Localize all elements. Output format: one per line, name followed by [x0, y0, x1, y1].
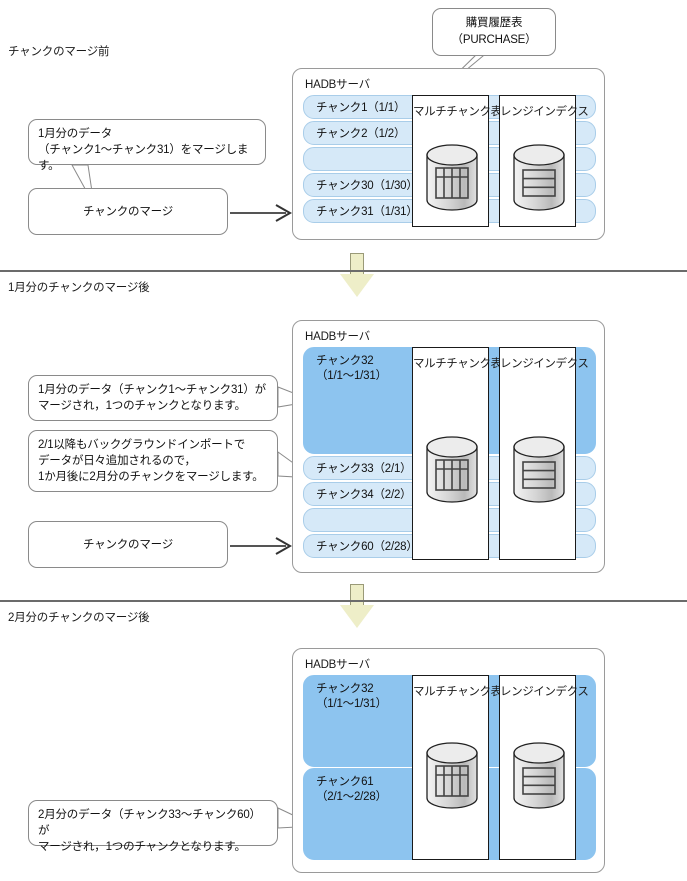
panel-label: マルチチャンク表	[413, 106, 502, 118]
section-divider-1	[0, 270, 687, 272]
panel-range-index-3: レンジインデクス	[499, 675, 589, 860]
action-merge-1[interactable]: チャンクのマージ	[28, 188, 228, 235]
panel-label: マルチチャンク表	[413, 686, 502, 698]
panel-label: レンジインデクス	[500, 106, 589, 118]
note-feb-plan: 2/1以降もバックグラウンドインポートで データが日々追加されるので， 1か月後…	[28, 430, 278, 492]
connector-arrow-2	[230, 537, 293, 555]
flow-arrow-1	[339, 253, 375, 297]
panel-range-index-2: レンジインデクス	[499, 347, 589, 560]
hadb-server-3: HADBサーバ チャンク32 （1/1～1/31） チャンク61 （2/1～2/…	[292, 648, 605, 873]
section-divider-2	[0, 600, 687, 602]
hadb-server-2: HADBサーバ チャンク32 （1/1～1/31） チャンク33（2/1） チャ…	[292, 320, 605, 573]
hadb-server-1: HADBサーバ チャンク1（1/1） チャンク2（1/2） : チャンク30（1…	[292, 68, 605, 240]
flow-arrow-2	[339, 584, 375, 628]
index-cylinder-icon	[513, 742, 565, 809]
section-header-after-feb-merge: 2月分のチャンクのマージ後	[8, 612, 150, 624]
panel-multi-chunk-table-2: マルチチャンク表	[412, 347, 502, 560]
table-cylinder-icon	[426, 144, 478, 211]
note-jan-merged: 1月分のデータ（チャンク1～チャンク31）が マージされ，1つのチャンクとなりま…	[28, 375, 278, 421]
index-cylinder-icon	[513, 436, 565, 503]
top-callout-line1: 購買履歴表	[465, 17, 523, 29]
table-cylinder-icon	[426, 436, 478, 503]
section-header-after-jan-merge: 1月分のチャンクのマージ後	[8, 282, 150, 294]
table-cylinder-icon	[426, 742, 478, 809]
panel-label: レンジインデクス	[500, 686, 589, 698]
panel-multi-chunk-table-1: マルチチャンク表	[412, 95, 502, 227]
panel-label: マルチチャンク表	[413, 358, 502, 370]
note-feb-merged: 2月分のデータ（チャンク33～チャンク60）が マージされ，1つのチャンクとなり…	[28, 800, 278, 853]
note-jan: 1月分のデータ （チャンク1～チャンク31）をマージします。	[28, 119, 266, 172]
action-merge-2[interactable]: チャンクのマージ	[28, 521, 228, 568]
section-header-before-merge: チャンクのマージ前	[8, 46, 110, 58]
top-callout-line2: （PURCHASE）	[451, 34, 537, 46]
panel-range-index-1: レンジインデクス	[499, 95, 589, 227]
panel-label: レンジインデクス	[500, 358, 589, 370]
server-title-2: HADBサーバ	[305, 331, 370, 343]
server-title-3: HADBサーバ	[305, 659, 370, 671]
panel-multi-chunk-table-3: マルチチャンク表	[412, 675, 502, 860]
index-cylinder-icon	[513, 144, 565, 211]
connector-arrow-1	[230, 204, 293, 222]
top-callout-purchase-table: 購買履歴表 （PURCHASE）	[432, 8, 556, 56]
server-title-1: HADBサーバ	[305, 79, 370, 91]
